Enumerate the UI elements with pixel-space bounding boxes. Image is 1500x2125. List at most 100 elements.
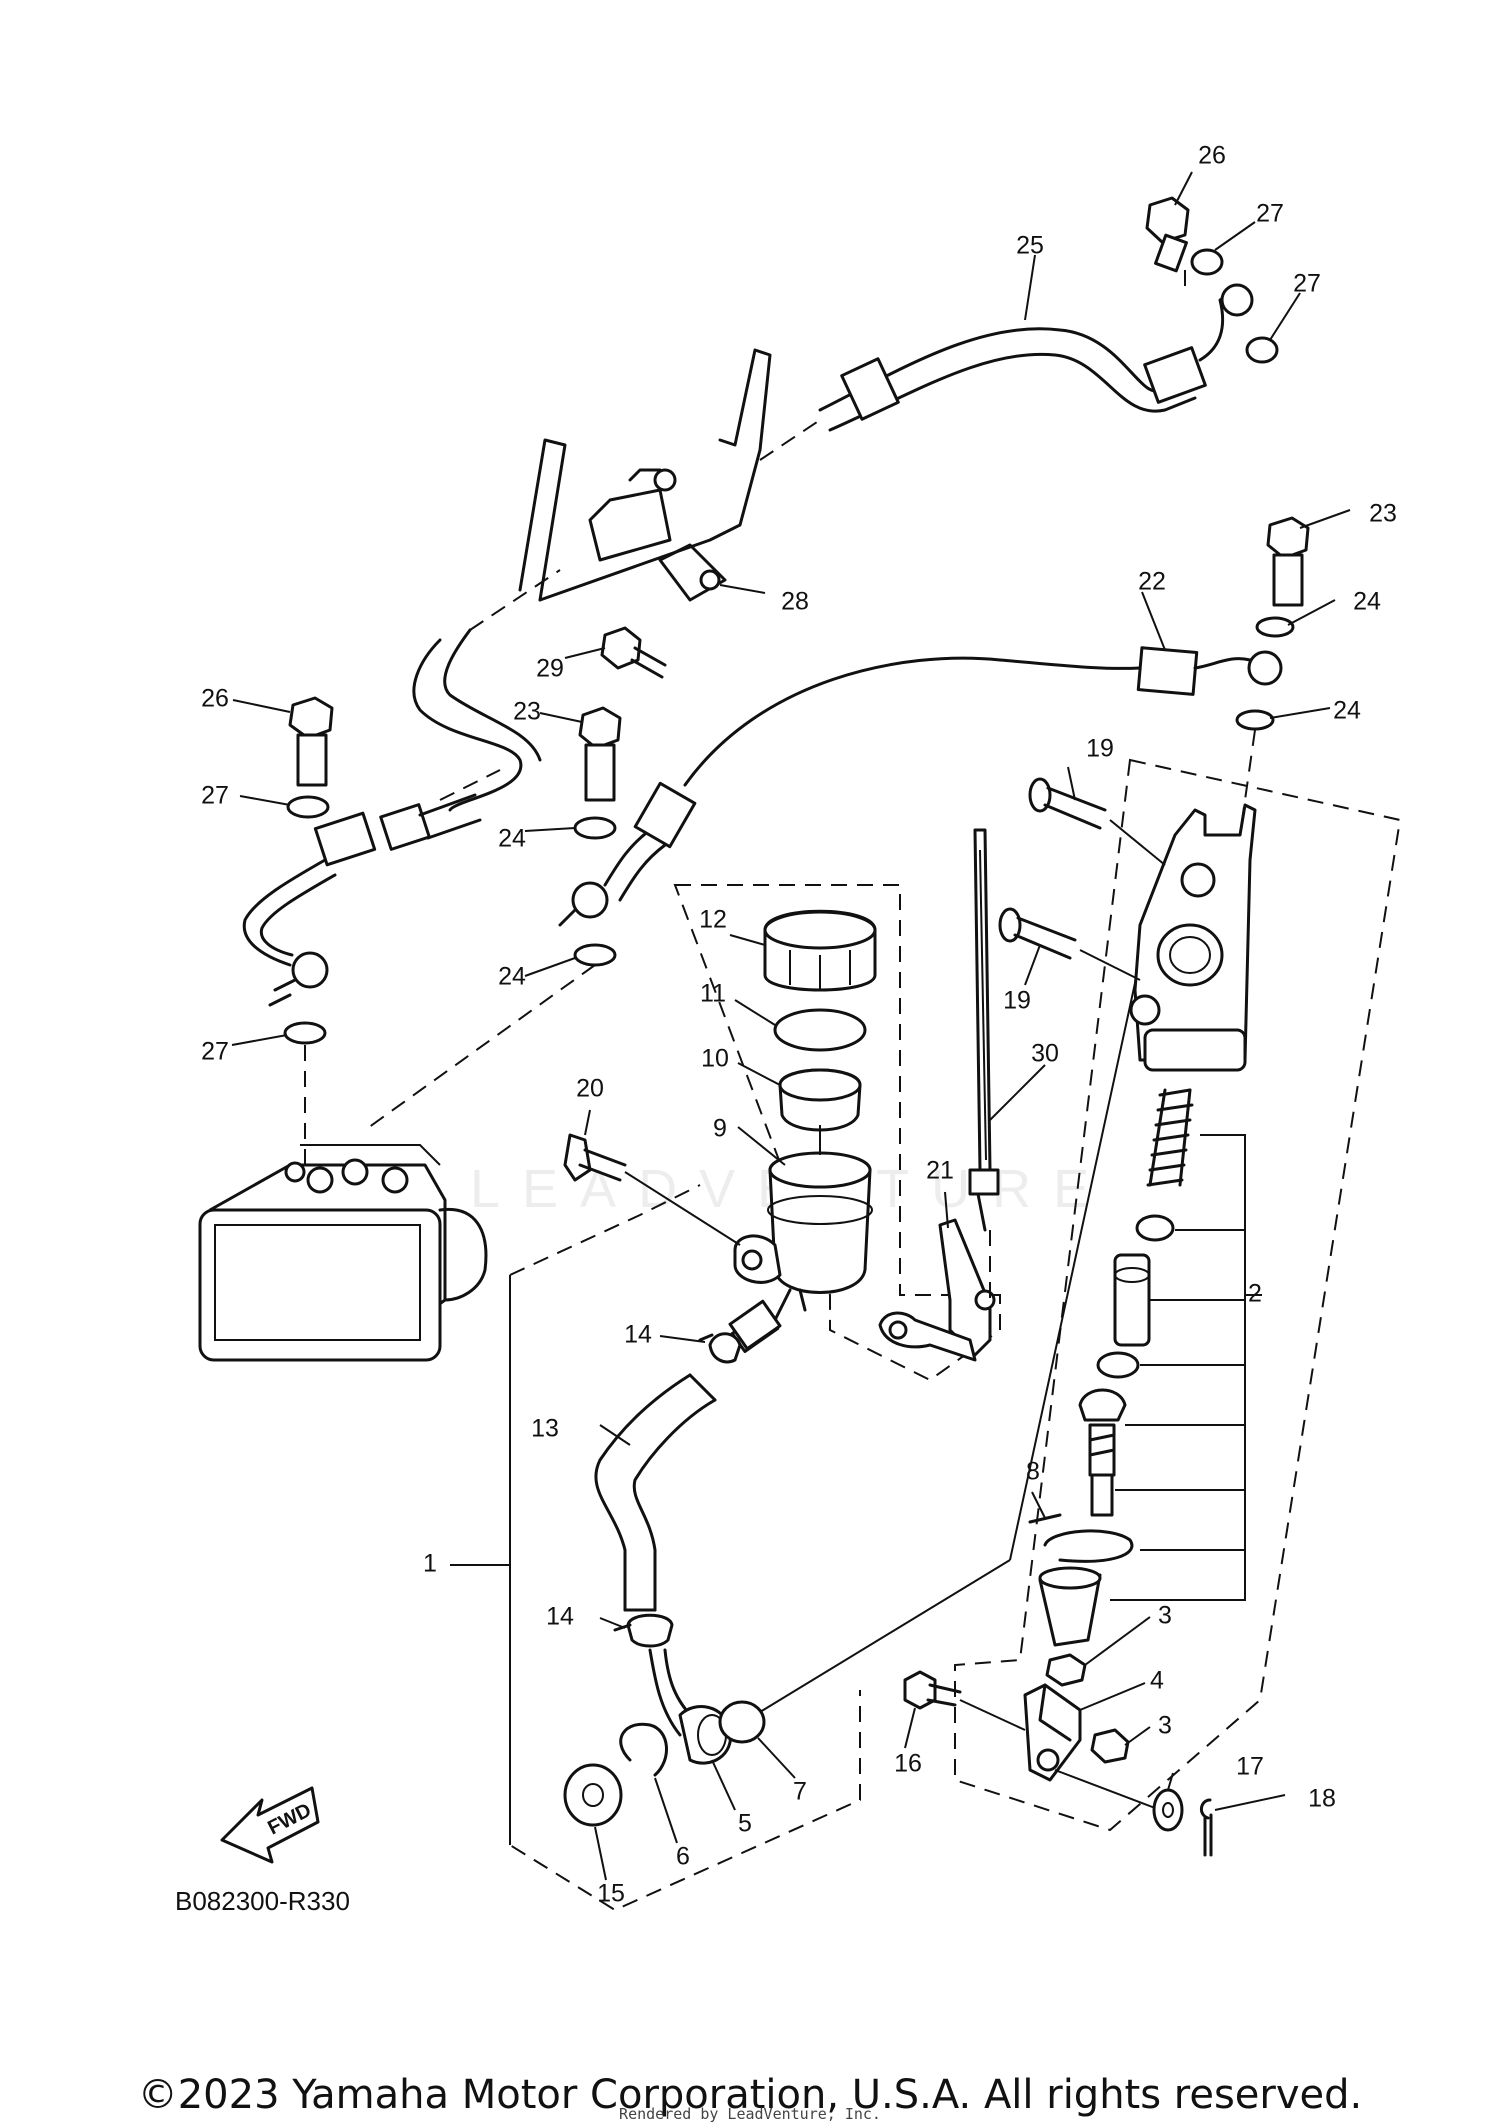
- piston: [1113, 1253, 1151, 1347]
- circlip-ring: [1043, 1529, 1134, 1563]
- callout-23a: 23: [1369, 500, 1397, 528]
- callout-27b: 27: [1293, 270, 1321, 298]
- reservoir-hose-13: [594, 1373, 717, 1612]
- union-bolt-26-top: [1145, 196, 1190, 273]
- spring: [1146, 1088, 1194, 1187]
- abs-hydraulic-unit: [198, 1144, 488, 1362]
- callout-8: 8: [1026, 1458, 1040, 1486]
- group-outline-1: [509, 1275, 861, 1912]
- brake-hose-25: [759, 283, 1254, 461]
- fwd-arrow-icon: FWD: [220, 1786, 320, 1864]
- callout-1: 1: [423, 1550, 437, 1578]
- bracket-2: [1110, 1134, 1262, 1601]
- guide-7-upper: [1009, 959, 1141, 1561]
- brake-hose-left: [242, 793, 482, 1007]
- callout-27c: 27: [201, 782, 229, 810]
- washer-24-right-b: [1235, 709, 1275, 731]
- callout-28: 28: [781, 588, 809, 616]
- washer-27-left-b: [283, 1021, 327, 1045]
- union-bolt-26-left: [288, 696, 334, 787]
- callout-11: 11: [700, 980, 726, 1008]
- callout-5: 5: [738, 1810, 752, 1838]
- hose-clamp-14-bottom: [613, 1613, 674, 1648]
- washer-24-right-a: [1255, 616, 1295, 638]
- bolt-20: [563, 1133, 741, 1246]
- callout-24b: 24: [1333, 697, 1361, 725]
- callout-27a: 27: [1256, 200, 1284, 228]
- callout-6: 6: [676, 1843, 690, 1871]
- callout-2: 2: [1248, 1280, 1262, 1308]
- callout-19b: 19: [1003, 987, 1031, 1015]
- callout-15: 15: [597, 1880, 625, 1908]
- guide-24-center: [364, 964, 596, 1131]
- boot-15: [563, 1763, 623, 1827]
- pin-8: [1028, 1513, 1062, 1524]
- cup: [1096, 1351, 1140, 1379]
- diagram-code: B082300-R330: [175, 1886, 350, 1916]
- callout-23b: 23: [513, 698, 541, 726]
- washer-17: [1152, 1788, 1184, 1832]
- callout-20: 20: [576, 1075, 604, 1103]
- spring-seat: [1135, 1214, 1175, 1242]
- hose-joint-5: [648, 1648, 733, 1765]
- callout-12: 12: [699, 906, 727, 934]
- callout-29: 29: [536, 655, 564, 683]
- washer-27-left-a: [286, 795, 330, 819]
- rendered-by-notice: Rendered by LeadVenture, Inc.: [619, 2105, 881, 2123]
- bolt-16: [903, 1670, 962, 1710]
- circlip-6: [619, 1722, 668, 1777]
- callout-17: 17: [1236, 1753, 1264, 1781]
- callout-24d: 24: [498, 963, 526, 991]
- bolt-19-upper: [1028, 777, 1166, 866]
- group-outline-reservoir: [673, 884, 1001, 1382]
- nut-3-lower: [1090, 1728, 1130, 1764]
- clevis-4: [1023, 1683, 1082, 1782]
- copyright-notice: ©2023 Yamaha Motor Corporation, U.S.A. A…: [137, 2072, 1363, 2118]
- callout-leaders: [231, 171, 1351, 1881]
- callout-30: 30: [1031, 1040, 1059, 1068]
- push-rod: [1078, 1388, 1127, 1517]
- washer-24-center-b: [573, 943, 617, 967]
- callout-4: 4: [1150, 1667, 1164, 1695]
- hose-fitting: [728, 1299, 782, 1351]
- diaphragm-10: [778, 1068, 862, 1132]
- bolt-29: [600, 626, 667, 679]
- guide-16: [959, 1699, 1026, 1731]
- group-outline-1-upper: [509, 1184, 701, 1276]
- callout-19a: 19: [1086, 735, 1114, 763]
- boot: [1038, 1566, 1102, 1647]
- callout-10: 10: [701, 1045, 729, 1073]
- callout-14b: 14: [546, 1603, 574, 1631]
- guide-24-right: [1239, 729, 1256, 836]
- callout-3b: 3: [1158, 1712, 1172, 1740]
- hose-clamp-14-top: [698, 1332, 742, 1364]
- reservoir-cap-12: [763, 909, 877, 992]
- callout-18: 18: [1308, 1785, 1336, 1813]
- callout-labels: 1 2 3 3 4 5 6 7 8 9 10 11 12 13 14 14 15…: [201, 142, 1397, 1908]
- cable-tie-30: [968, 828, 1000, 1305]
- cotter-pin-18: [1200, 1798, 1213, 1857]
- callout-27d: 27: [201, 1038, 229, 1066]
- brake-pipe-middle: [412, 569, 561, 812]
- hose-bracket-28: [518, 348, 772, 602]
- callout-13: 13: [531, 1415, 559, 1443]
- bolt-19-lower: [998, 907, 1141, 981]
- washer-27-top-a: [1190, 248, 1224, 276]
- nut-3-upper: [1045, 1653, 1087, 1687]
- o-ring-7: [718, 1700, 766, 1744]
- brake-hose-22: [558, 646, 1283, 927]
- union-bolt-23-right: [1266, 516, 1310, 607]
- callout-24c: 24: [498, 825, 526, 853]
- diaphragm-plate-11: [773, 1008, 867, 1052]
- callout-25: 25: [1016, 232, 1044, 260]
- callout-16: 16: [894, 1750, 922, 1778]
- callout-26a: 26: [1198, 142, 1226, 170]
- group-outline-pushrod: [954, 758, 1402, 1832]
- bracket-21: [878, 1218, 996, 1362]
- callout-3a: 3: [1158, 1602, 1172, 1630]
- callout-21: 21: [926, 1157, 954, 1185]
- callout-9: 9: [713, 1115, 727, 1143]
- washer-27-top-b: [1245, 336, 1279, 364]
- callout-7: 7: [793, 1778, 807, 1806]
- guide-17: [1054, 1769, 1156, 1809]
